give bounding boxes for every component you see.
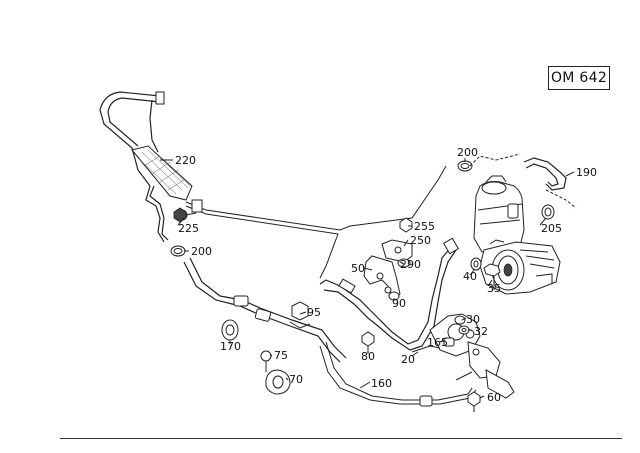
- bolt-35: [483, 263, 501, 290]
- bolt-60: [467, 391, 481, 412]
- washer-40: [470, 257, 482, 271]
- callout-165: 165: [427, 336, 448, 349]
- hose-clamp-top: [155, 91, 165, 105]
- hose-clamp-170: [221, 319, 239, 341]
- fitting-20: [411, 345, 441, 353]
- callout-labels: 220 225 200 200 190 205 255 250 290 50 9…: [175, 146, 597, 404]
- callout-170: 170: [220, 340, 241, 353]
- leader-lines: [160, 158, 575, 399]
- callout-60: 60: [487, 391, 501, 404]
- pipe-clamp: [191, 199, 203, 213]
- clamp-200-top: [457, 160, 473, 172]
- callout-35: 35: [487, 282, 501, 295]
- footer-divider: [60, 438, 622, 439]
- fitting-165: [443, 337, 455, 347]
- return-hose-lower: [183, 257, 347, 363]
- callout-255: 255: [414, 220, 435, 233]
- pipe-160: [319, 341, 477, 407]
- callout-290: 290: [400, 258, 421, 271]
- callout-220: 220: [175, 154, 196, 167]
- clip-95: [289, 301, 311, 329]
- callout-160: 160: [371, 377, 392, 390]
- callout-190: 190: [576, 166, 597, 179]
- steering-gear: [429, 313, 515, 399]
- nut-255: [399, 217, 413, 233]
- clamp-200-left: [170, 245, 186, 257]
- callout-20: 20: [401, 353, 415, 366]
- callout-32: 32: [474, 325, 488, 338]
- callout-30: 30: [466, 313, 480, 326]
- oil-reservoir: [473, 175, 525, 253]
- clamp-205: [541, 204, 555, 220]
- engine-model-label: OM 642: [548, 66, 610, 90]
- callout-80: 80: [361, 350, 375, 363]
- callout-200-left: 200: [191, 245, 212, 258]
- callout-40: 40: [463, 270, 477, 283]
- callout-70: 70: [289, 373, 303, 386]
- callout-75: 75: [274, 349, 288, 362]
- cooler-return-pipe: [185, 165, 447, 279]
- oil-cooler-loop: [99, 91, 165, 187]
- callout-225: 225: [178, 222, 199, 235]
- oil-cooler: [131, 145, 193, 201]
- callout-95: 95: [307, 306, 321, 319]
- callout-200-top: 200: [457, 146, 478, 159]
- seal-32: [458, 325, 470, 335]
- clamp-70: [265, 369, 291, 395]
- callout-250: 250: [410, 234, 431, 247]
- seal-30: [454, 315, 466, 325]
- bolt-75: [260, 350, 272, 372]
- grommet-290: [397, 258, 411, 268]
- bracket-50: [363, 255, 401, 299]
- bolt-225: [145, 185, 197, 243]
- pressure-hose-main: [319, 237, 460, 351]
- callout-205: 205: [541, 222, 562, 235]
- hose-190: [469, 153, 577, 209]
- callout-50: 50: [351, 262, 365, 275]
- callout-90: 90: [392, 297, 406, 310]
